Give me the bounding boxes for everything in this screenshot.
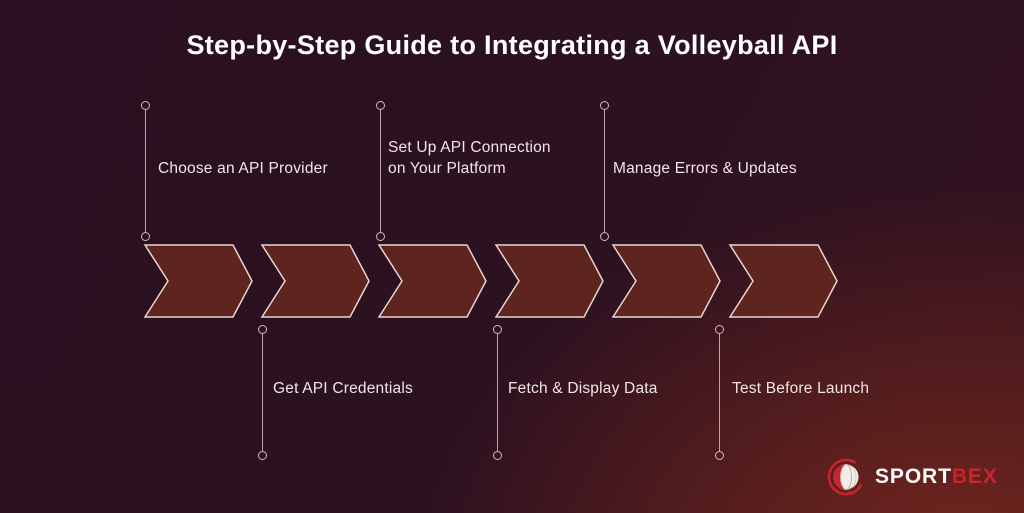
sportbex-logo: SPORTBEX (824, 457, 998, 497)
connector-dot (257, 451, 267, 460)
connector-line (496, 333, 498, 451)
step-5-label: Manage Errors & Updates (613, 160, 797, 177)
chevron-shape-2 (260, 244, 370, 318)
step-1-label: Choose an API Provider (158, 160, 328, 177)
connector-line (718, 333, 720, 451)
chevron-shape-1 (143, 244, 253, 318)
chevron-shape-3 (377, 244, 487, 318)
connector-line (261, 333, 263, 451)
connector-dot (492, 451, 502, 460)
connector-dot (375, 232, 385, 241)
page-title: Step-by-Step Guide to Integrating a Voll… (186, 30, 838, 60)
process-chevrons (143, 244, 838, 318)
chevron-shape-6 (728, 244, 838, 318)
sportbex-ball-icon (827, 458, 862, 496)
logo-wordmark: SPORTBEX (875, 465, 998, 489)
chevron-shape-5 (611, 244, 721, 318)
step-2-label: Get API Credentials (273, 380, 413, 397)
step-3-label: Set Up API Connection on Your Platform (388, 139, 551, 177)
step-4-label: Fetch & Display Data (508, 380, 658, 397)
connector-dot (714, 451, 724, 460)
connector-dot (599, 232, 609, 241)
chevron-shape-4 (494, 244, 604, 318)
connector-line (379, 109, 381, 232)
logo-text-sport: SPORT (875, 465, 952, 488)
connector-line (144, 109, 146, 232)
step-6-label: Test Before Launch (732, 380, 870, 397)
connector-dot (140, 232, 150, 241)
logo-text-bex: BEX (951, 465, 998, 488)
connector-line (603, 109, 605, 232)
